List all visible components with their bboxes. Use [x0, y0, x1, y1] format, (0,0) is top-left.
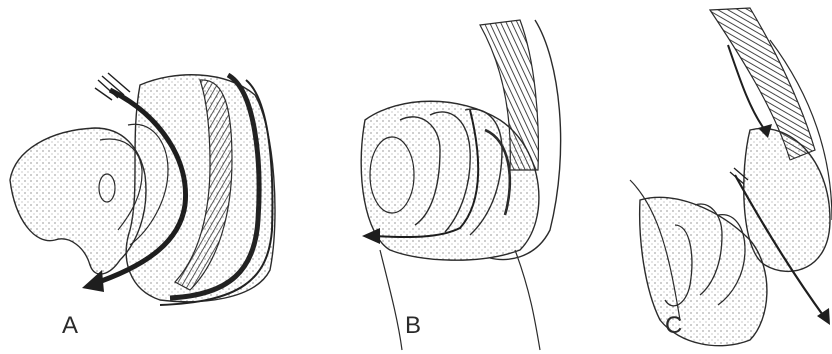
- panel-label-c: C: [665, 312, 682, 340]
- panel-label-b: B: [405, 312, 421, 340]
- fetal-outline: [10, 128, 146, 274]
- panel-b: B: [280, 0, 600, 354]
- panel-a: A: [0, 0, 280, 354]
- panel-b-illustration: [280, 0, 600, 354]
- panel-c-illustration: [600, 0, 832, 354]
- panel-label-a: A: [62, 312, 78, 340]
- panel-a-illustration: [0, 0, 280, 354]
- panel-c: C: [600, 0, 832, 354]
